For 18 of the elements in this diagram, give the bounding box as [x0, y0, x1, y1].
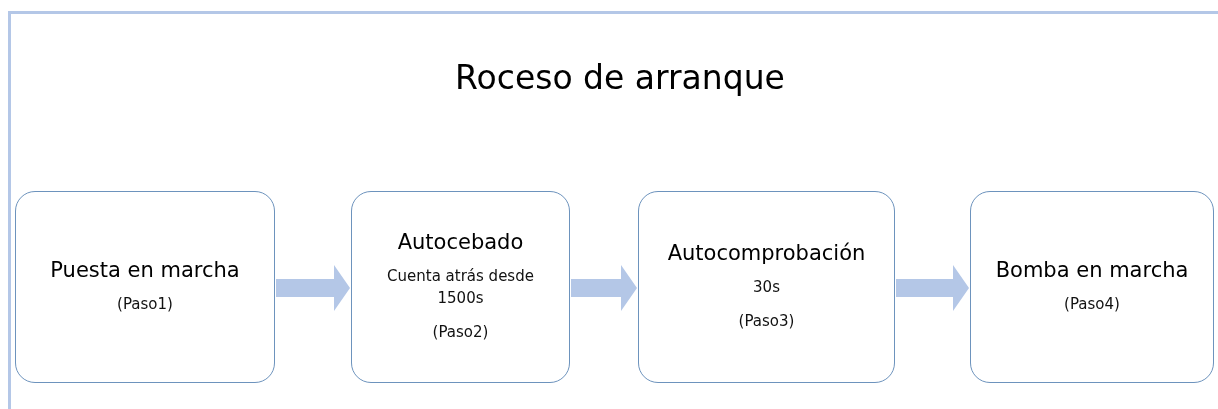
step-box	[638, 191, 895, 383]
block-arrow	[571, 265, 637, 311]
block-arrow	[896, 265, 969, 311]
step-text: (Paso4)	[1064, 294, 1120, 316]
step-text: (Paso2)	[432, 321, 489, 343]
step-text: (Paso3)	[738, 311, 795, 332]
step-title: Puesta en marcha	[50, 258, 240, 283]
step-title: Autocebado	[397, 230, 524, 255]
step-text: Cuenta atrás desde 1500s	[386, 266, 535, 310]
step-title: Autocomprobación	[667, 241, 866, 266]
step-text: (Paso1)	[117, 294, 173, 316]
step-box	[970, 191, 1214, 383]
block-arrow	[276, 265, 350, 311]
title: Roceso de arranque	[454, 58, 786, 97]
step-title: Bomba en marcha	[995, 258, 1189, 283]
step-text: 30s	[753, 277, 780, 299]
step-box	[351, 191, 570, 383]
step-box	[15, 191, 275, 383]
